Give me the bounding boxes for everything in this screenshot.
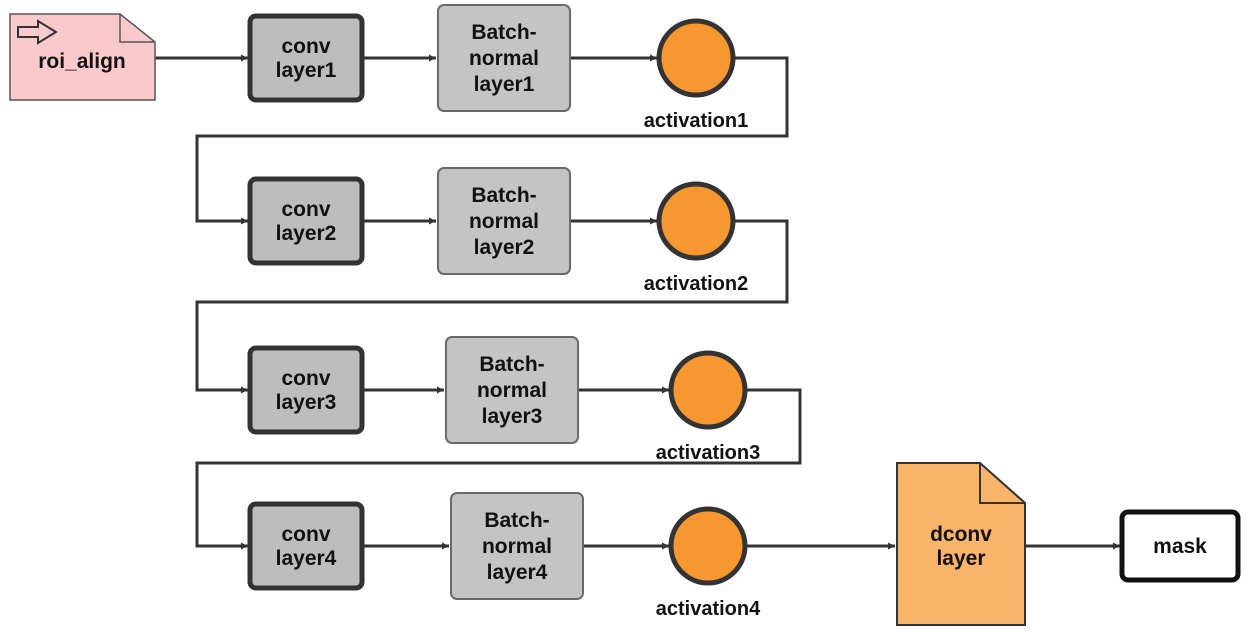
conv-layer-box [247, 345, 365, 435]
batchnorm-layer-label: Batch- [471, 184, 536, 207]
activation-node [656, 181, 736, 261]
batchnorm-layer-label: normal [482, 535, 552, 558]
conv-layer-label: layer4 [276, 547, 337, 570]
page-fold [979, 463, 1025, 504]
conv-layer-box [247, 501, 365, 591]
output-mask: mask [1119, 509, 1241, 583]
conv-layer-label: layer2 [276, 222, 337, 245]
batchnorm-layer-label: normal [469, 210, 539, 233]
edge-wrap-to-next-row [195, 219, 789, 394]
page-fold [119, 14, 155, 43]
input-shape [9, 13, 156, 101]
batchnorm-layer-label: layer4 [487, 561, 548, 584]
batchnorm-layer-box [450, 492, 584, 600]
nodes: roi_alignconvlayer1Batch-normallayer1act… [9, 4, 1241, 626]
conv-layer-label: layer3 [276, 391, 337, 414]
conv-layer-box [247, 13, 365, 103]
conv-layer-label: conv [281, 523, 330, 546]
batchnorm-layer-label: Batch- [479, 353, 544, 376]
batchnorm-layer-label: layer3 [482, 405, 543, 428]
dconv-label: dconv [930, 523, 992, 546]
conv-layer-label: conv [281, 198, 330, 221]
batchnorm-layer-label: normal [477, 379, 547, 402]
mask-label: mask [1153, 535, 1207, 558]
batchnorm-layer-box [437, 167, 571, 275]
activation-label: activation2 [644, 273, 748, 295]
input-label: roi_align [38, 50, 126, 73]
conv-layer-box [247, 176, 365, 266]
edge-wrap-to-next-row [195, 388, 802, 550]
batchnorm-layer-label: Batch- [471, 21, 536, 44]
activation-label: activation1 [644, 110, 748, 132]
activation-node [668, 506, 748, 586]
conv-layer-label: conv [281, 367, 330, 390]
mask-box [1119, 509, 1241, 583]
batchnorm-layer-label: Batch- [484, 509, 549, 532]
batchnorm-layer-box [437, 4, 571, 112]
activation-node [656, 18, 736, 98]
edge-wrap-to-next-row [195, 56, 789, 225]
arrow-right-icon [17, 19, 58, 45]
conv-layer-label: layer1 [276, 59, 337, 82]
conv-layer-label: conv [281, 35, 330, 58]
activation-label: activation3 [656, 442, 760, 464]
batchnorm-layer-label: layer1 [474, 73, 535, 96]
activation-label: activation4 [656, 598, 761, 620]
activation-node [668, 350, 748, 430]
batchnorm-layer-box [445, 336, 579, 444]
batchnorm-layer-label: layer2 [474, 236, 535, 259]
dconv-label: layer [936, 547, 985, 570]
batchnorm-layer-label: normal [469, 47, 539, 70]
connections [155, 54, 1120, 550]
input-roi-align: roi_align [9, 13, 156, 101]
